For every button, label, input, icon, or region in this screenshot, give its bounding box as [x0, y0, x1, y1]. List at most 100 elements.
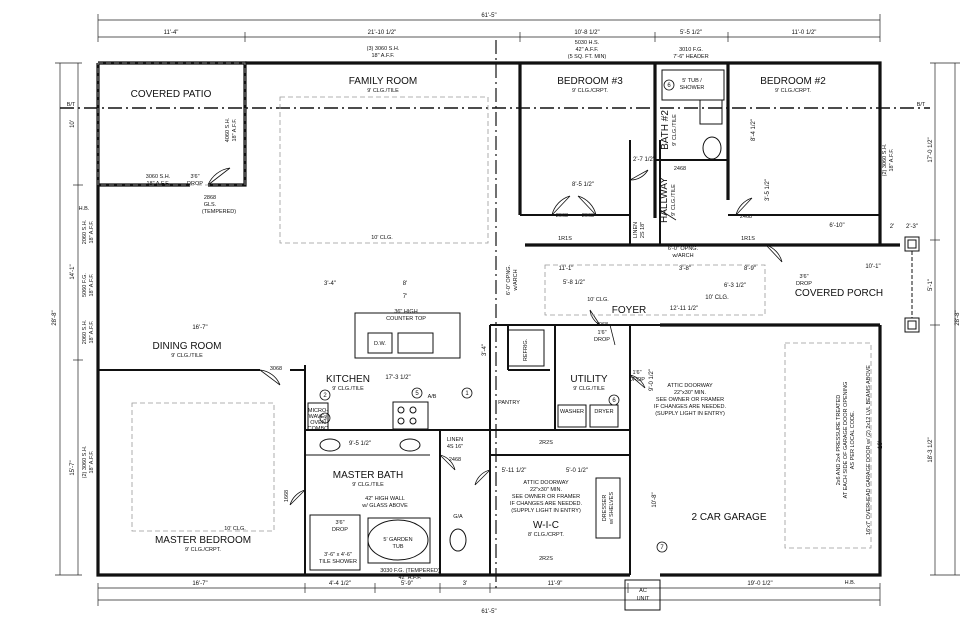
- dim-5-11: 5'-11 1/2": [502, 468, 527, 474]
- window-left-4b: 18" A.F.F.: [89, 450, 95, 474]
- dim-12-11: 12'-11 1/2": [670, 306, 698, 312]
- symbol-tag-labels: 6 2 3 5 1 6 7: [323, 83, 671, 551]
- room-covered-porch: COVERED PORCH: [795, 288, 883, 299]
- dim-9-0: 9'-0 1/2": [649, 369, 655, 391]
- room-wic: W-I-C: [533, 520, 559, 531]
- door-swings: [207, 167, 783, 506]
- interior-walls: [98, 140, 880, 575]
- porch-dim-3: 2'-3": [906, 224, 918, 230]
- dim-9-5: 9'-5 1/2": [349, 441, 371, 447]
- dim-5-0: 5'-0 1/2": [566, 468, 588, 474]
- right-dim-2: 5'-1": [928, 279, 934, 291]
- tub-1: 5' GARDEN: [383, 537, 412, 543]
- kitchen-fixtures: [305, 69, 725, 571]
- linen-master-2: 4S 16": [447, 444, 463, 450]
- room-master-bedroom-sub: 9' CLG./CRPT.: [185, 547, 221, 553]
- dw-label: D.W.: [374, 341, 386, 347]
- section-tag-left: B/T: [67, 102, 76, 108]
- symbol-7: 7: [660, 545, 664, 551]
- left-dim-1: 10': [70, 120, 76, 128]
- tub-2: TUB: [393, 544, 404, 550]
- half-wall-2: w/ GLASS ABOVE: [361, 503, 408, 509]
- attic2-1: ATTIC DOORWAY: [523, 480, 569, 486]
- tub-shower-1: 5' TUB /: [682, 78, 702, 84]
- opng-side-2: w/ARCH: [513, 269, 519, 291]
- side-window-labels: 4060 S.H. 18" A.F.F. 2060 S.H. 18" A.F.F…: [82, 117, 895, 478]
- interior-dims: 8' 7' 3'-4" 16'-7" 17'-3 1/2" 3'-8" 8'-9…: [192, 119, 844, 508]
- exterior-walls: [96, 61, 900, 577]
- garage-elements: [624, 340, 881, 611]
- symbol-3: 3: [323, 416, 327, 422]
- drop-2a: 1'6": [597, 330, 606, 336]
- dim-6-3: 6'-3 1/2": [724, 283, 746, 289]
- drop-3a: 3'6": [799, 274, 808, 280]
- micro-1: MICRO-: [308, 408, 328, 414]
- room-family-room: FAMILY ROOM: [349, 76, 418, 87]
- attic1-4: IF CHANGES ARE NEEDED.: [654, 404, 727, 410]
- room-bedroom-2: BEDROOM #2: [760, 76, 826, 87]
- room-master-bedroom: MASTER BEDROOM: [155, 535, 251, 546]
- window-left-2a: 5060 F.G.: [82, 273, 88, 297]
- window-left-1b: 18" A.F.F.: [89, 220, 95, 244]
- door-bed3-a: 2068: [556, 213, 568, 219]
- right-dim-1: 17'-0 1/2": [928, 137, 934, 162]
- room-foyer: FOYER: [612, 305, 646, 316]
- window-bed3-3: (5 SQ. FT. MIN): [568, 54, 607, 60]
- window-bath-2: 7'-6" HEADER: [673, 54, 708, 60]
- pantry-label: PANTRY: [498, 400, 520, 406]
- garage-note-2: AT EACH SIDE OF GARAGE DOOR OPENING: [843, 382, 849, 499]
- clg-family: 10' CLG.: [371, 235, 393, 241]
- door-bath: 2468: [674, 166, 686, 172]
- room-wic-sub: 8' CLG./CRPT.: [528, 532, 564, 538]
- garage-note-3: AS PER LOCAL CODE.: [850, 410, 856, 469]
- attic2-4: IF CHANGES ARE NEEDED.: [510, 501, 583, 507]
- section-cut-line: [60, 40, 930, 590]
- window-labels: (3) 3060 S.H. 18" A.F.F. 5030 H.S. 42" A…: [146, 40, 709, 581]
- drop-4a: 1'6": [632, 370, 641, 376]
- room-dining-room-sub: 9' CLG./TILE: [171, 353, 203, 359]
- room-bath-2: BATH #2: [660, 110, 671, 150]
- drop-1a: 3'6": [190, 174, 199, 180]
- symbol-2: 2: [323, 393, 327, 399]
- left-dim-2: 14'-1": [70, 264, 76, 279]
- window-family-top-2: 18" A.F.F.: [371, 53, 395, 59]
- bottom-dim-2: 4'-4 1/2": [329, 581, 351, 587]
- attic2-2: 22"x30" MIN.: [530, 487, 562, 493]
- door-foyer: 3068: [596, 322, 608, 328]
- room-bedroom-3-sub: 9' CLG./CRPT.: [572, 88, 608, 94]
- door-gls-2: GLS.: [204, 202, 217, 208]
- closet-wic-bottom: 2R2S: [539, 556, 553, 562]
- misc-labels: 36" HIGH COUNTER TOP D.W. REFRIG. PANTRY…: [67, 102, 926, 602]
- window-patio-low-1: 3060 S.H.: [146, 174, 171, 180]
- porch-dim: 10'-1": [865, 264, 880, 270]
- overall-dim-top: 61'-5": [481, 13, 496, 19]
- linen-master-1: LINEN: [447, 437, 463, 443]
- symbol-1: 1: [465, 391, 469, 397]
- drop-1b: DROP: [187, 181, 203, 187]
- room-family-room-sub: 9' CLG./TILE: [367, 88, 399, 94]
- dim-3-8: 3'-8": [679, 266, 691, 272]
- dim-8-4: 8'-4 1/2": [751, 119, 757, 141]
- half-wall-1: 42" HIGH WALL: [365, 496, 405, 502]
- porch-dim-2: 2': [890, 224, 894, 230]
- door-master-bath-side: 1668: [284, 490, 290, 502]
- top-dim-5: 11'-0 1/2": [792, 30, 817, 36]
- micro-3: OVEN: [310, 420, 326, 426]
- bottom-dim-1: 16'-7": [192, 581, 207, 587]
- room-hallway: HALLWAY: [659, 177, 670, 223]
- dim-7: 7': [403, 294, 407, 300]
- dresser-2: w/ SHELVES: [609, 492, 615, 525]
- room-kitchen-sub: 9' CLG./TILE: [332, 386, 364, 392]
- window-left-3a: 2060 S.H.: [82, 319, 88, 344]
- right-dim-3: 18'-3 1/2": [928, 437, 934, 462]
- bottom-dim-6: 19'-0 1/2": [747, 581, 772, 587]
- counter-2: COUNTER TOP: [386, 316, 426, 322]
- overall-dim-bottom: 61'-5": [481, 609, 496, 615]
- ab-label: A/B: [428, 394, 437, 400]
- garage-note-1: 2x6 AND 2x4 PRESSURE TREATED: [836, 395, 842, 486]
- drop-3b: DROP: [796, 281, 812, 287]
- room-bath-2-sub: 9' CLG./TILE: [672, 114, 678, 146]
- door-gls-3: (TEMPERED): [202, 209, 236, 215]
- left-dim-3: 15'-7": [70, 460, 76, 475]
- room-master-bath: MASTER BATH: [333, 470, 403, 481]
